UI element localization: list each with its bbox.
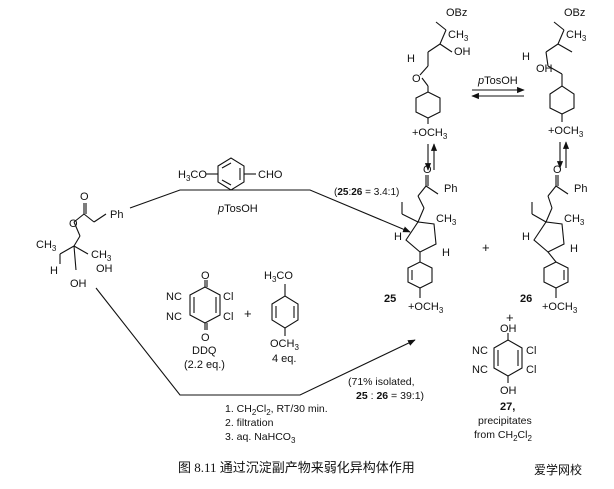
- start-o-carbonyl: O: [80, 191, 89, 203]
- anisaldehyde-structure: [206, 157, 256, 191]
- starting-material: [59, 203, 107, 271]
- start-ch3: CH3: [91, 249, 112, 263]
- bp-nc1: NC: [472, 345, 488, 357]
- p26-h1: H: [522, 231, 530, 243]
- tr-obz: OBz: [564, 7, 585, 19]
- byproduct-27-structure: [493, 333, 523, 383]
- ddq-nc2: NC: [166, 311, 182, 323]
- bp-note-2: from CH2Cl2: [474, 429, 532, 443]
- result-line-1: (71% isolated,: [348, 376, 415, 388]
- start-oh-sub: OH: [70, 278, 87, 290]
- plus-below-products: +: [506, 310, 514, 325]
- upper-ratio: (25:26 = 3.4:1): [334, 187, 399, 198]
- pmb-top: H3CO: [264, 270, 293, 284]
- watermark: 爱学网校: [534, 462, 582, 477]
- pmb-structure: [271, 284, 299, 336]
- ddq-label: DDQ: [192, 345, 217, 357]
- figure-caption: 图 8.11 通过沉淀副产物来弱化异构体作用: [178, 460, 415, 475]
- pmb-bottom: OCH3: [270, 338, 299, 352]
- ddq-o-top: O: [201, 270, 210, 282]
- upper-arrow: [129, 189, 411, 233]
- ddq-cl2: Cl: [223, 311, 233, 323]
- bp-note-1: precipitates: [478, 415, 532, 427]
- p25-ch3: CH3: [436, 213, 457, 227]
- ddq-structure: [189, 280, 221, 330]
- start-ph: Ph: [110, 209, 123, 221]
- start-oh: OH: [96, 263, 113, 275]
- bp-cl1: Cl: [526, 345, 536, 357]
- tr-oh: OH: [536, 63, 553, 75]
- start-h: H: [50, 265, 58, 277]
- p26-och3: +OCH3: [542, 301, 578, 315]
- product-26-structure: [531, 175, 569, 298]
- product-25-structure: [401, 175, 439, 298]
- tr-och3: +OCH3: [548, 125, 584, 139]
- vertical-arrows: [424, 141, 570, 171]
- tr-ch3: CH3: [566, 29, 587, 43]
- tl-oh: OH: [454, 46, 471, 58]
- start-ch3-left: CH3: [36, 239, 57, 253]
- p25-number: 25: [384, 293, 396, 305]
- p26-ph: Ph: [574, 183, 587, 195]
- bp-cl2: Cl: [526, 364, 536, 376]
- step-2: 2. filtration: [225, 417, 274, 429]
- p25-h2: H: [442, 247, 450, 259]
- p26-number: 26: [520, 293, 532, 305]
- start-o-ester: O: [69, 218, 78, 230]
- tl-obz: OBz: [446, 7, 467, 19]
- top-left-intermediate: [415, 21, 453, 124]
- top-right-intermediate: [545, 21, 575, 122]
- upper-catalyst: pTosOH: [217, 203, 258, 215]
- p26-o: O: [553, 164, 562, 176]
- p25-o: O: [423, 164, 432, 176]
- lower-arrow: [95, 287, 416, 396]
- equilibrium-label: pTosOH: [477, 75, 518, 87]
- pmb-eq: 4 eq.: [272, 353, 296, 365]
- upper-reagent-h3co: H3CO: [178, 169, 207, 183]
- bp-oh-top: OH: [500, 323, 517, 335]
- plus-between-products: +: [482, 240, 490, 255]
- p26-ch3: CH3: [564, 213, 585, 227]
- ddq-nc1: NC: [166, 291, 182, 303]
- tl-o: O: [412, 73, 421, 85]
- p25-ph: Ph: [444, 183, 457, 195]
- p25-och3: +OCH3: [408, 301, 444, 315]
- tr-h: H: [522, 51, 530, 63]
- equilibrium-arrows: [471, 86, 525, 100]
- step-3: 3. aq. NaHCO3: [225, 431, 296, 445]
- p26-h2: H: [570, 243, 578, 255]
- tl-och3: +OCH3: [412, 127, 448, 141]
- lower-plus: +: [244, 306, 252, 321]
- bp-number: 27,: [500, 401, 515, 413]
- ddq-cl1: Cl: [223, 291, 233, 303]
- tl-h: H: [407, 53, 415, 65]
- p25-h1: H: [394, 231, 402, 243]
- step-1: 1. CH2Cl2, RT/30 min.: [225, 403, 328, 417]
- ddq-o-bot: O: [201, 332, 210, 344]
- bp-nc2: NC: [472, 364, 488, 376]
- result-line-2: 25 : 26 = 39:1): [356, 390, 424, 402]
- upper-cho: CHO: [258, 169, 283, 181]
- tl-ch3: CH3: [448, 29, 469, 43]
- ddq-eq: (2.2 eq.): [184, 359, 225, 371]
- bp-oh-bot: OH: [500, 385, 517, 397]
